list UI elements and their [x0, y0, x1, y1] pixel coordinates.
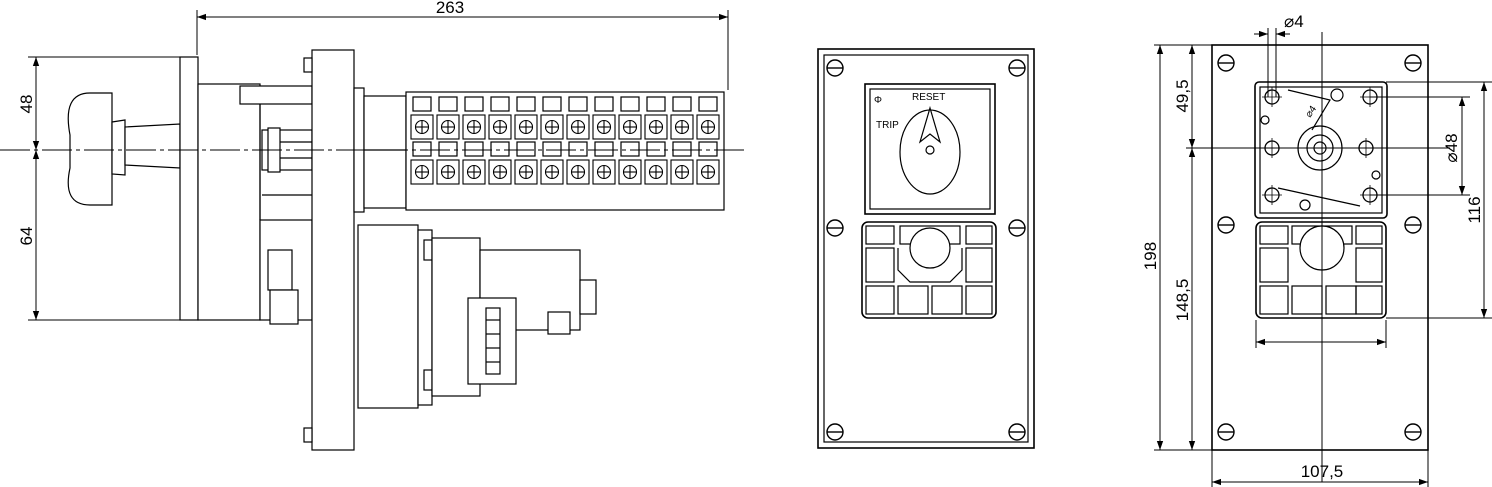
dim-upper: 48 [17, 95, 36, 114]
front-bolt [826, 59, 844, 77]
front-plate [817, 48, 1035, 449]
terminal-screw [644, 159, 668, 185]
terminal-screw [488, 159, 512, 185]
dim-width: 107,5 [1301, 462, 1344, 481]
panel-plate [311, 49, 355, 451]
dim-lower: 64 [17, 227, 36, 246]
terminal-screw [696, 114, 720, 140]
dim-top: 49,5 [1173, 79, 1192, 112]
dim-bore: ⌀48 [1442, 133, 1461, 162]
lower-grille [861, 221, 997, 319]
terminal-screw [618, 159, 642, 185]
side-view: 263 48 64 [0, 0, 745, 451]
label-phi: Φ [874, 95, 882, 106]
terminal-screw [670, 159, 694, 185]
terminal-screw [436, 114, 460, 140]
terminal-screw [618, 114, 642, 140]
cutout-grille [1255, 221, 1387, 319]
terminal-block [405, 91, 725, 211]
aux-unit [357, 224, 419, 409]
terminal-screw [566, 159, 590, 185]
label-reset: RESET [912, 92, 945, 103]
grille-knob [909, 227, 951, 269]
terminal-screw [462, 114, 486, 140]
svg-text:⌀4: ⌀4 [1303, 104, 1319, 120]
dim-hole: ⌀4 [1284, 12, 1304, 31]
dim-height: 198 [1141, 242, 1160, 270]
terminal-screw [540, 114, 564, 140]
terminal-screw [644, 114, 668, 140]
knob-neck [111, 119, 126, 176]
terminal-screw [670, 114, 694, 140]
dim-length: 263 [436, 0, 464, 17]
mounting-flange [179, 56, 199, 321]
terminal-screw [592, 114, 616, 140]
dim-spacing: 116 [1465, 196, 1484, 223]
cutout-plate [1211, 44, 1429, 451]
label-trip: TRIP [876, 120, 899, 131]
terminal-screw [696, 159, 720, 185]
terminal-screw [514, 114, 538, 140]
terminal-screw [540, 159, 564, 185]
terminal-screw [488, 114, 512, 140]
terminal-screw [410, 159, 434, 185]
knob-shaft [124, 123, 181, 169]
handle-knob [67, 92, 113, 206]
display-window [864, 83, 996, 215]
terminal-screw [410, 114, 434, 140]
cutout-window [1254, 81, 1388, 219]
cutout-view: ⌀4 ⌀4 198 49,5 148,5 ⌀48 [1141, 12, 1492, 487]
dim-lower: 148,5 [1173, 279, 1192, 322]
terminal-screw [592, 159, 616, 185]
front-view: RESET TRIP Φ [817, 48, 1035, 449]
terminal-screw [436, 159, 460, 185]
terminal-screw [566, 114, 590, 140]
switch-housing [197, 83, 261, 321]
terminal-screw [514, 159, 538, 185]
mount-hole [1261, 86, 1283, 108]
terminal-screw [462, 159, 486, 185]
